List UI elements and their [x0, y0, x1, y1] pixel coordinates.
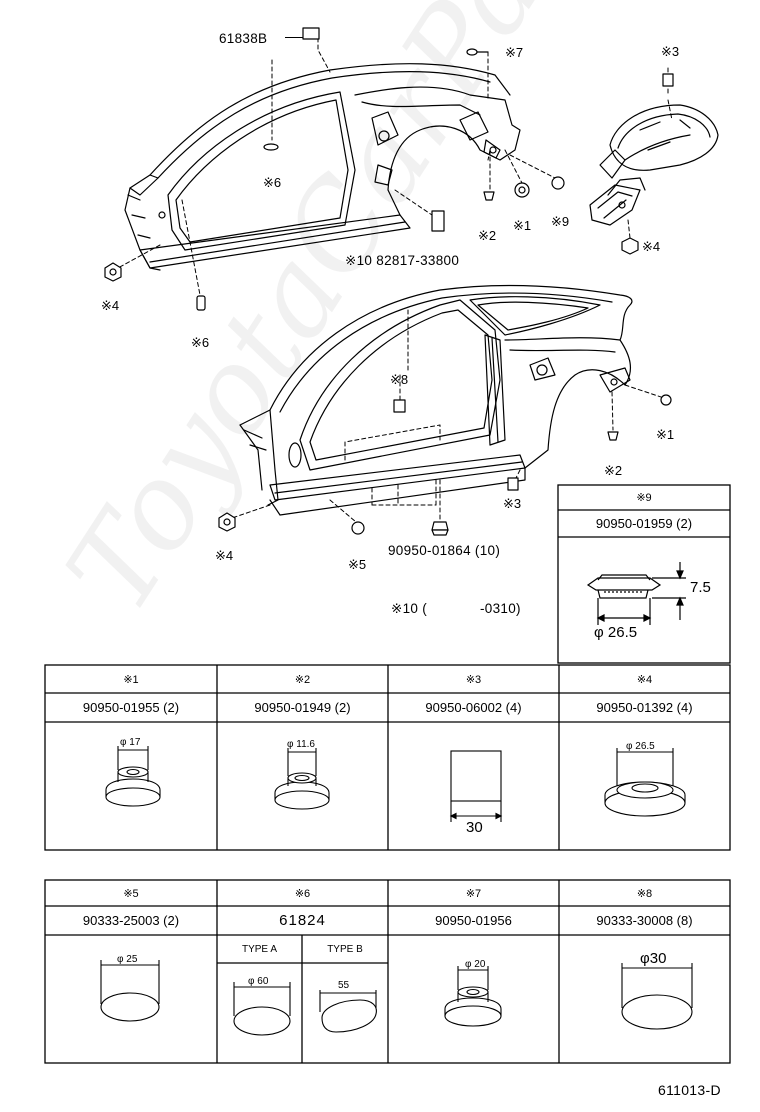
upper-body-side-panel: [124, 63, 521, 271]
wheelhouse-parts: [589, 104, 719, 226]
table2-frame: [44, 879, 731, 1064]
table1-dim-4: φ 26.5: [626, 741, 655, 752]
note5-label: ※5: [348, 557, 367, 572]
note6-lower-label: ※6: [191, 335, 210, 350]
type-a-label: TYPE A: [241, 944, 277, 955]
table2-dim-6b: 55: [338, 980, 350, 991]
plug9-drawing: [586, 562, 686, 625]
box9-height-dim: 7.5: [690, 579, 711, 596]
table2-dim-8: φ30: [640, 950, 667, 967]
table2-pn-7: 90950-01956: [435, 913, 512, 928]
table1-parts: [105, 746, 686, 822]
table2-dim-7: φ 20: [465, 959, 486, 970]
part-61838b-leader: [285, 37, 303, 38]
grommet-partnumber: 90950-01864 (10): [388, 543, 501, 558]
part-61838b-label: 61838B: [219, 31, 268, 46]
table2-header-5: ※5: [123, 888, 139, 900]
table2-pn-8: 90333-30008 (8): [596, 913, 693, 928]
note4-right-label: ※4: [642, 239, 661, 254]
ref10-part-label: ※10 82817-33800: [345, 253, 460, 268]
note4-lower-label: ※4: [215, 548, 234, 563]
table1-frame: [44, 664, 731, 851]
note2-upper-label: ※2: [478, 228, 497, 243]
note6-upper-label: ※6: [263, 175, 282, 190]
box9-frame: [557, 484, 731, 664]
table2-header-7: ※7: [465, 888, 482, 900]
table2-pn-5: 90333-25003 (2): [82, 913, 180, 928]
table1-pn-3: 90950-06002 (4): [425, 700, 522, 715]
table1-dim-3: 30: [466, 819, 483, 836]
table1-header-2: ※2: [294, 674, 311, 686]
table2-dim-5: φ 25: [117, 954, 138, 965]
note1-upper-label: ※1: [513, 218, 532, 233]
ref10-close: -0310): [480, 601, 521, 616]
table1-pn-4: 90950-01392 (4): [596, 700, 693, 715]
note9-upper-label: ※9: [551, 214, 570, 229]
lower-body-side-panel: [239, 284, 633, 516]
table1-dim-1: φ 17: [120, 737, 141, 748]
table1-header-3: ※3: [465, 674, 482, 686]
table1-header-4: ※4: [636, 674, 653, 686]
table2-pn-6: 61824: [279, 912, 326, 929]
table2-header-6: ※6: [294, 888, 311, 900]
note7-label: ※7: [505, 45, 524, 60]
table2-header-8: ※8: [636, 888, 653, 900]
table1-pn-2: 90950-01949 (2): [254, 700, 351, 715]
table1-pn-1: 90950-01955 (2): [82, 700, 180, 715]
table1-header-1: ※1: [123, 674, 139, 686]
box9-partnumber: 90950-01959 (2): [595, 516, 693, 531]
note1-lower-label: ※1: [656, 427, 675, 442]
table1-dim-2: φ 11.6: [287, 739, 315, 750]
note4-upper-label: ※4: [101, 298, 120, 313]
figure-code: 611013-D: [658, 1082, 721, 1098]
ref10-open: ※10 (: [391, 601, 428, 616]
table2-dim-6a: φ 60: [248, 976, 269, 987]
note8-label: ※8: [390, 372, 409, 387]
note3-lower-label: ※3: [503, 496, 522, 511]
box9-diameter-dim: φ 26.5: [594, 624, 638, 641]
note2-lower-label: ※2: [604, 463, 623, 478]
type-b-label: TYPE B: [327, 944, 363, 955]
note3-right-label: ※3: [661, 44, 680, 59]
box9-header: ※9: [636, 492, 652, 504]
table2-parts: [100, 960, 693, 1036]
